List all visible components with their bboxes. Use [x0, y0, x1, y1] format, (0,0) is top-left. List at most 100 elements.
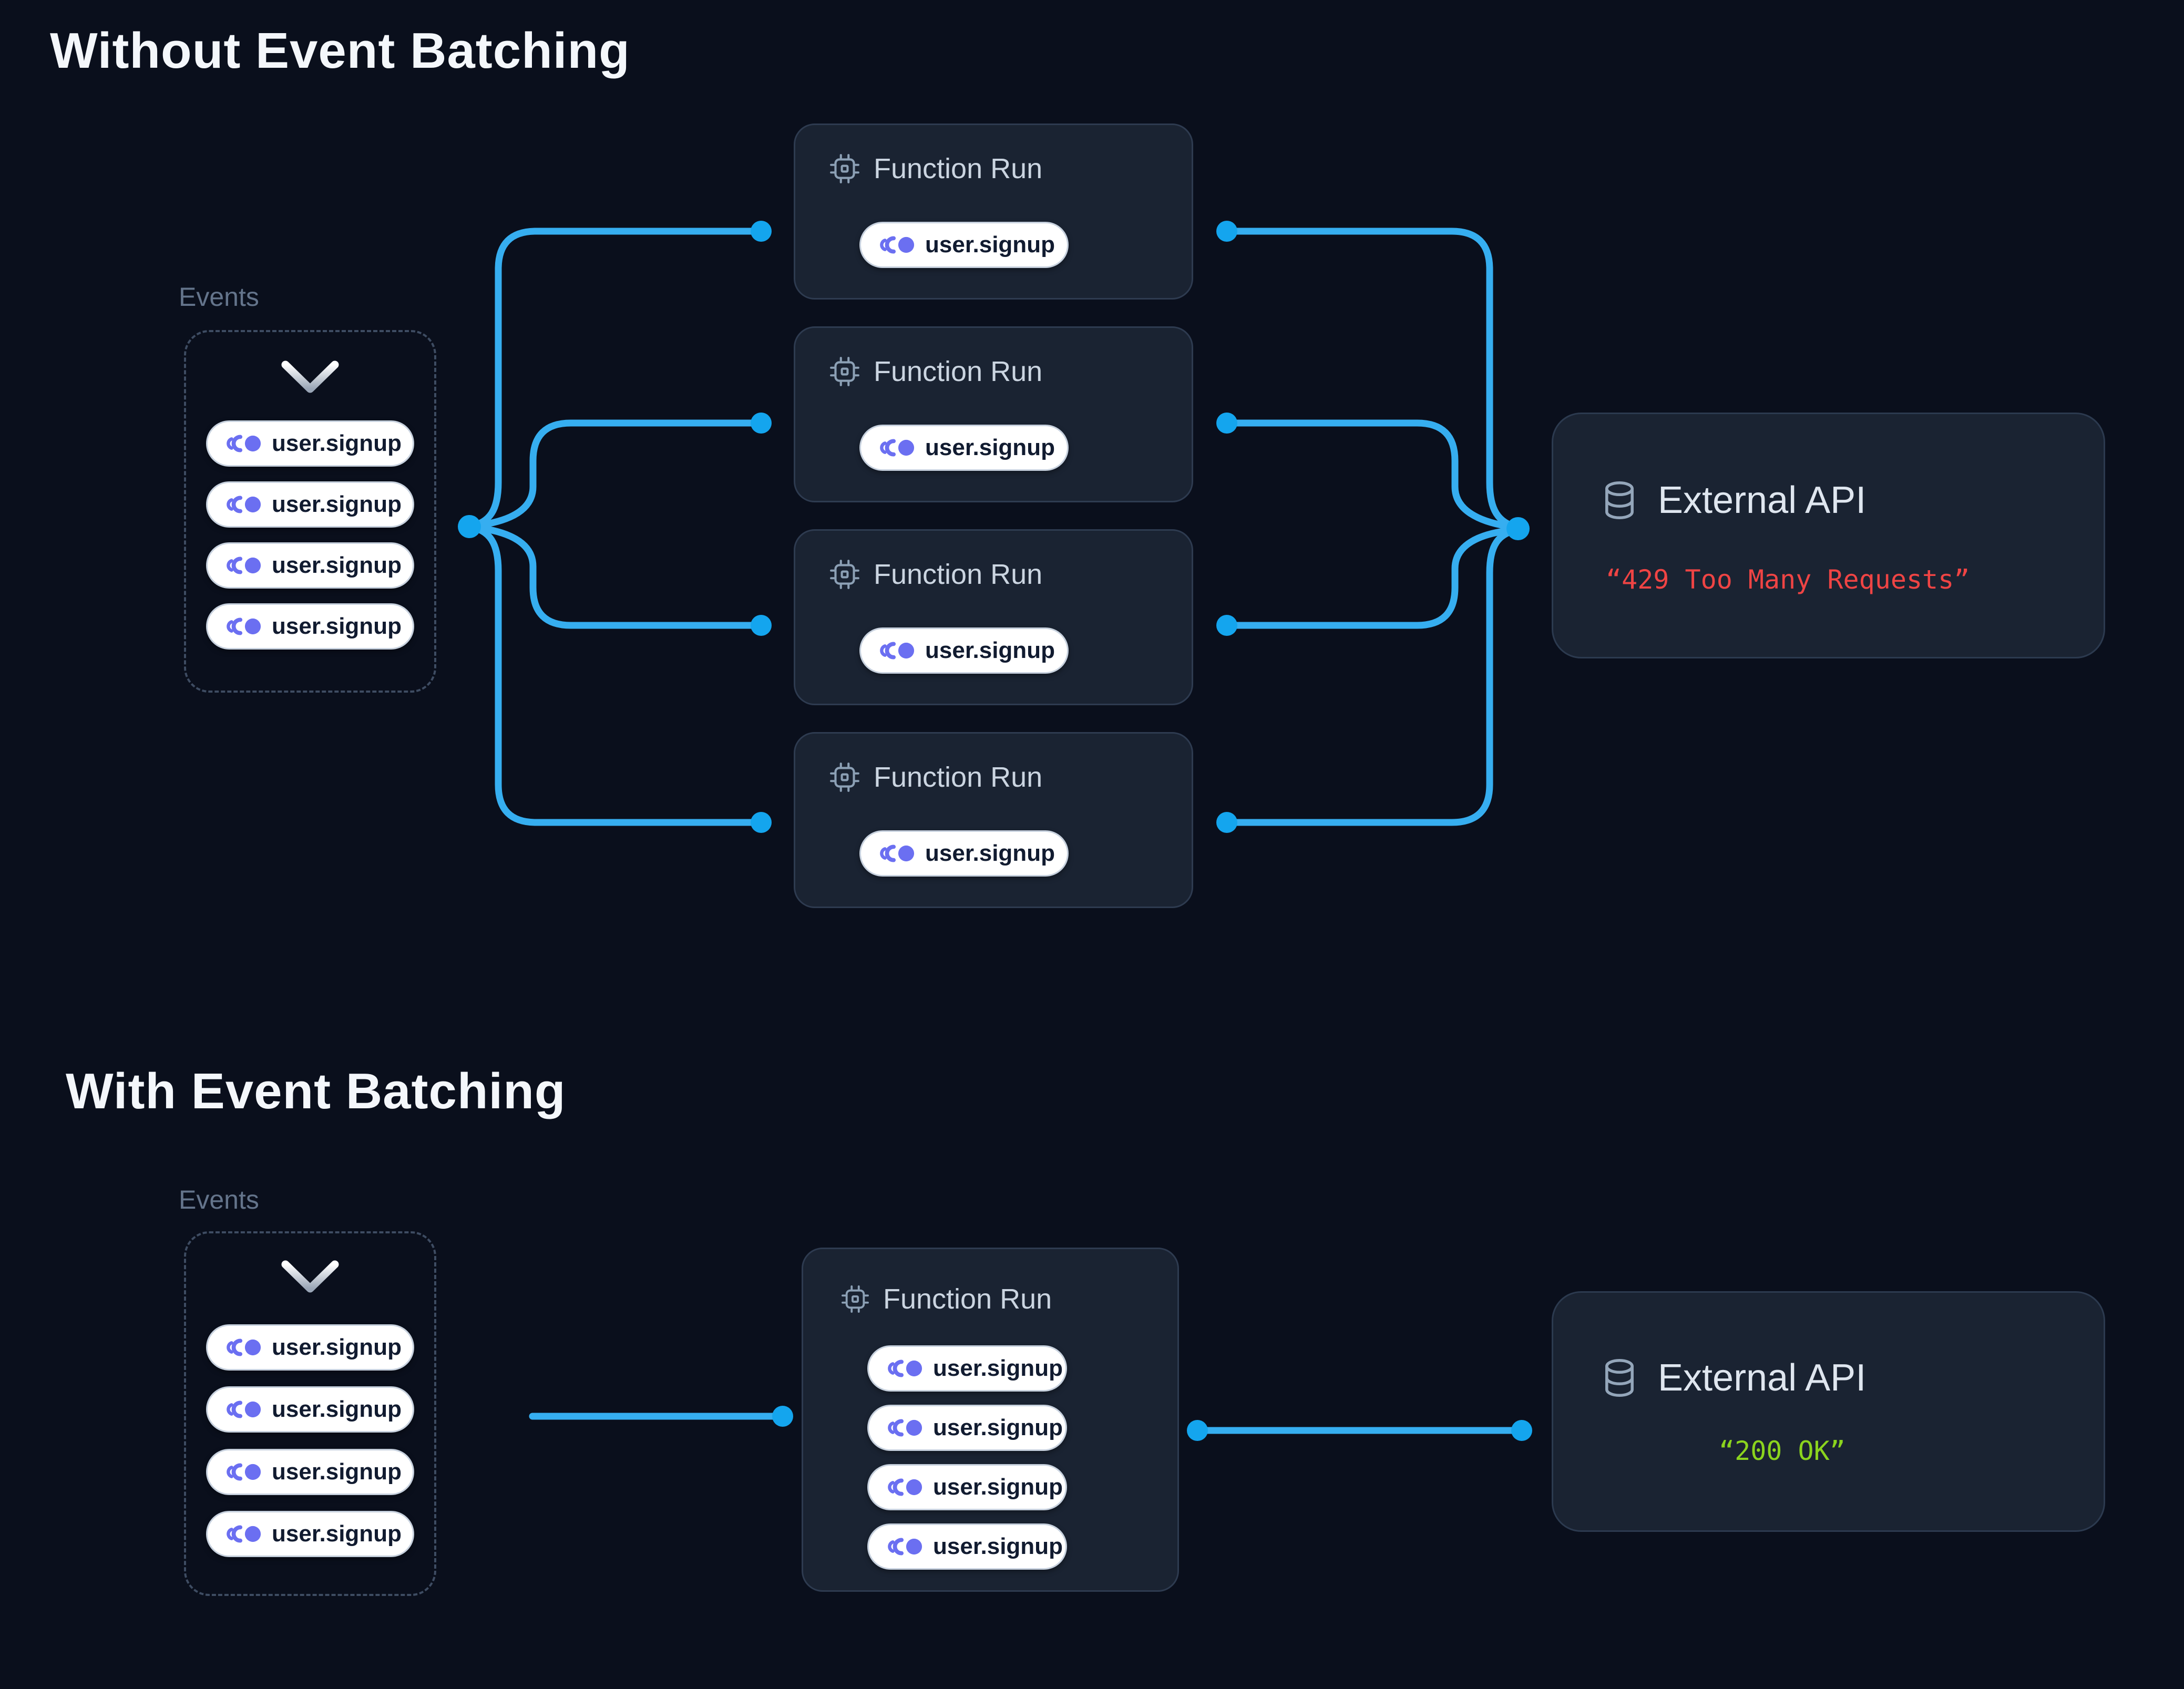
event-pill: user.signup	[206, 542, 414, 589]
function-run-title: Function Run	[874, 356, 1043, 387]
event-pill-label: user.signup	[272, 430, 402, 456]
function-run-header: Function Run	[829, 356, 1042, 387]
fanin-target-dot	[1506, 517, 1530, 540]
function-run-title: Function Run	[874, 153, 1043, 184]
fn3-output-dot	[1216, 615, 1237, 636]
event-pill-label: user.signup	[933, 1415, 1063, 1440]
fanin-wire-4	[1223, 526, 1522, 826]
event-pill: user.signup	[867, 1464, 1067, 1510]
event-pulse-icon	[886, 1359, 924, 1378]
function-run-title: Function Run	[874, 761, 1043, 793]
database-icon	[1602, 479, 1637, 521]
event-pulse-icon	[878, 235, 916, 254]
external-api-card	[1552, 413, 2105, 658]
event-pill-label: user.signup	[925, 435, 1055, 460]
batch-fn-output-dot	[1187, 1420, 1208, 1441]
batch-fn-input-dot	[772, 1406, 793, 1427]
function-run-card	[794, 123, 1193, 300]
event-pill: user.signup	[867, 1405, 1067, 1451]
event-pulse-icon	[878, 641, 916, 660]
external-api-title: External API	[1658, 479, 1867, 521]
fanout-wire-1	[466, 228, 765, 530]
event-pill: user.signup	[206, 1324, 414, 1371]
event-pill-label: user.signup	[272, 1459, 402, 1485]
event-pill-label: user.signup	[925, 840, 1055, 866]
event-pill: user.signup	[859, 425, 1069, 471]
chevron-down-icon	[281, 361, 339, 393]
event-pill-label: user.signup	[925, 637, 1055, 663]
fn1-output-dot	[1216, 221, 1237, 242]
external-api-card	[1552, 1291, 2105, 1532]
event-pill-label: user.signup	[272, 491, 402, 517]
function-run-card	[794, 326, 1193, 502]
fanout-wire-2	[466, 419, 765, 530]
fanout-origin-dot	[458, 515, 481, 538]
function-run-card	[794, 732, 1193, 908]
fn4-output-dot	[1216, 812, 1237, 833]
fn2-input-dot	[751, 413, 772, 434]
fn2-output-dot	[1216, 413, 1237, 434]
api-response-error: “429 Too Many Requests”	[1606, 564, 1970, 595]
cpu-icon	[829, 356, 860, 387]
event-pulse-icon	[224, 556, 262, 575]
event-pill: user.signup	[867, 1523, 1067, 1570]
event-pulse-icon	[886, 1478, 924, 1497]
external-api-title: External API	[1658, 1357, 1867, 1399]
event-pulse-icon	[878, 438, 916, 457]
fn4-input-dot	[751, 812, 772, 833]
api-response-success: “200 OK”	[1719, 1436, 1845, 1466]
event-pill-label: user.signup	[933, 1355, 1063, 1381]
event-pill: user.signup	[206, 1449, 414, 1495]
event-pulse-icon	[878, 844, 916, 863]
event-pill-label: user.signup	[933, 1533, 1063, 1559]
event-pill-label: user.signup	[272, 613, 402, 639]
event-pill: user.signup	[859, 627, 1069, 674]
database-icon	[1602, 1357, 1637, 1399]
event-pill-label: user.signup	[272, 1521, 402, 1547]
event-pulse-icon	[886, 1537, 924, 1556]
function-run-header: Function Run	[841, 1285, 1052, 1313]
event-pill: user.signup	[859, 830, 1069, 877]
event-pulse-icon	[224, 434, 262, 453]
event-pulse-icon	[224, 617, 262, 636]
events-label: Events	[179, 1185, 259, 1214]
function-run-header: Function Run	[829, 762, 1042, 792]
event-pill-label: user.signup	[272, 1396, 402, 1422]
event-pulse-icon	[224, 495, 262, 514]
fn1-input-dot	[751, 221, 772, 242]
section-title-with-batching: With Event Batching	[66, 1063, 566, 1119]
cpu-icon	[829, 153, 860, 184]
events-group-box	[184, 330, 436, 693]
batch-api-input-dot	[1511, 1420, 1532, 1441]
event-pill: user.signup	[206, 1386, 414, 1433]
cpu-icon	[829, 559, 860, 590]
external-api-header: External API	[1602, 1357, 1866, 1399]
events-label: Events	[179, 282, 259, 312]
event-pill: user.signup	[206, 420, 414, 467]
event-pill-label: user.signup	[925, 232, 1055, 258]
cpu-icon	[841, 1285, 869, 1313]
cpu-icon	[829, 762, 860, 792]
fanout-wire-3	[466, 523, 765, 629]
event-pill: user.signup	[859, 222, 1069, 268]
events-group-box	[184, 1231, 436, 1596]
fanin-wire-1	[1223, 228, 1522, 531]
event-pill: user.signup	[206, 603, 414, 650]
function-run-title: Function Run	[883, 1283, 1052, 1315]
event-pulse-icon	[886, 1418, 924, 1437]
chevron-down-icon	[281, 1260, 339, 1293]
function-run-card	[794, 529, 1193, 705]
fanin-wire-2	[1223, 419, 1522, 531]
event-pill-label: user.signup	[933, 1474, 1063, 1500]
event-pill-label: user.signup	[272, 1334, 402, 1360]
external-api-header: External API	[1602, 479, 1866, 521]
event-pill: user.signup	[867, 1345, 1067, 1392]
function-run-header: Function Run	[829, 153, 1042, 184]
fanin-wire-3	[1223, 526, 1522, 629]
event-pill: user.signup	[206, 481, 414, 528]
event-pill: user.signup	[206, 1511, 414, 1557]
event-pulse-icon	[224, 1338, 262, 1357]
function-run-header: Function Run	[829, 559, 1042, 590]
fanout-wire-4	[466, 523, 765, 826]
event-pulse-icon	[224, 1463, 262, 1481]
